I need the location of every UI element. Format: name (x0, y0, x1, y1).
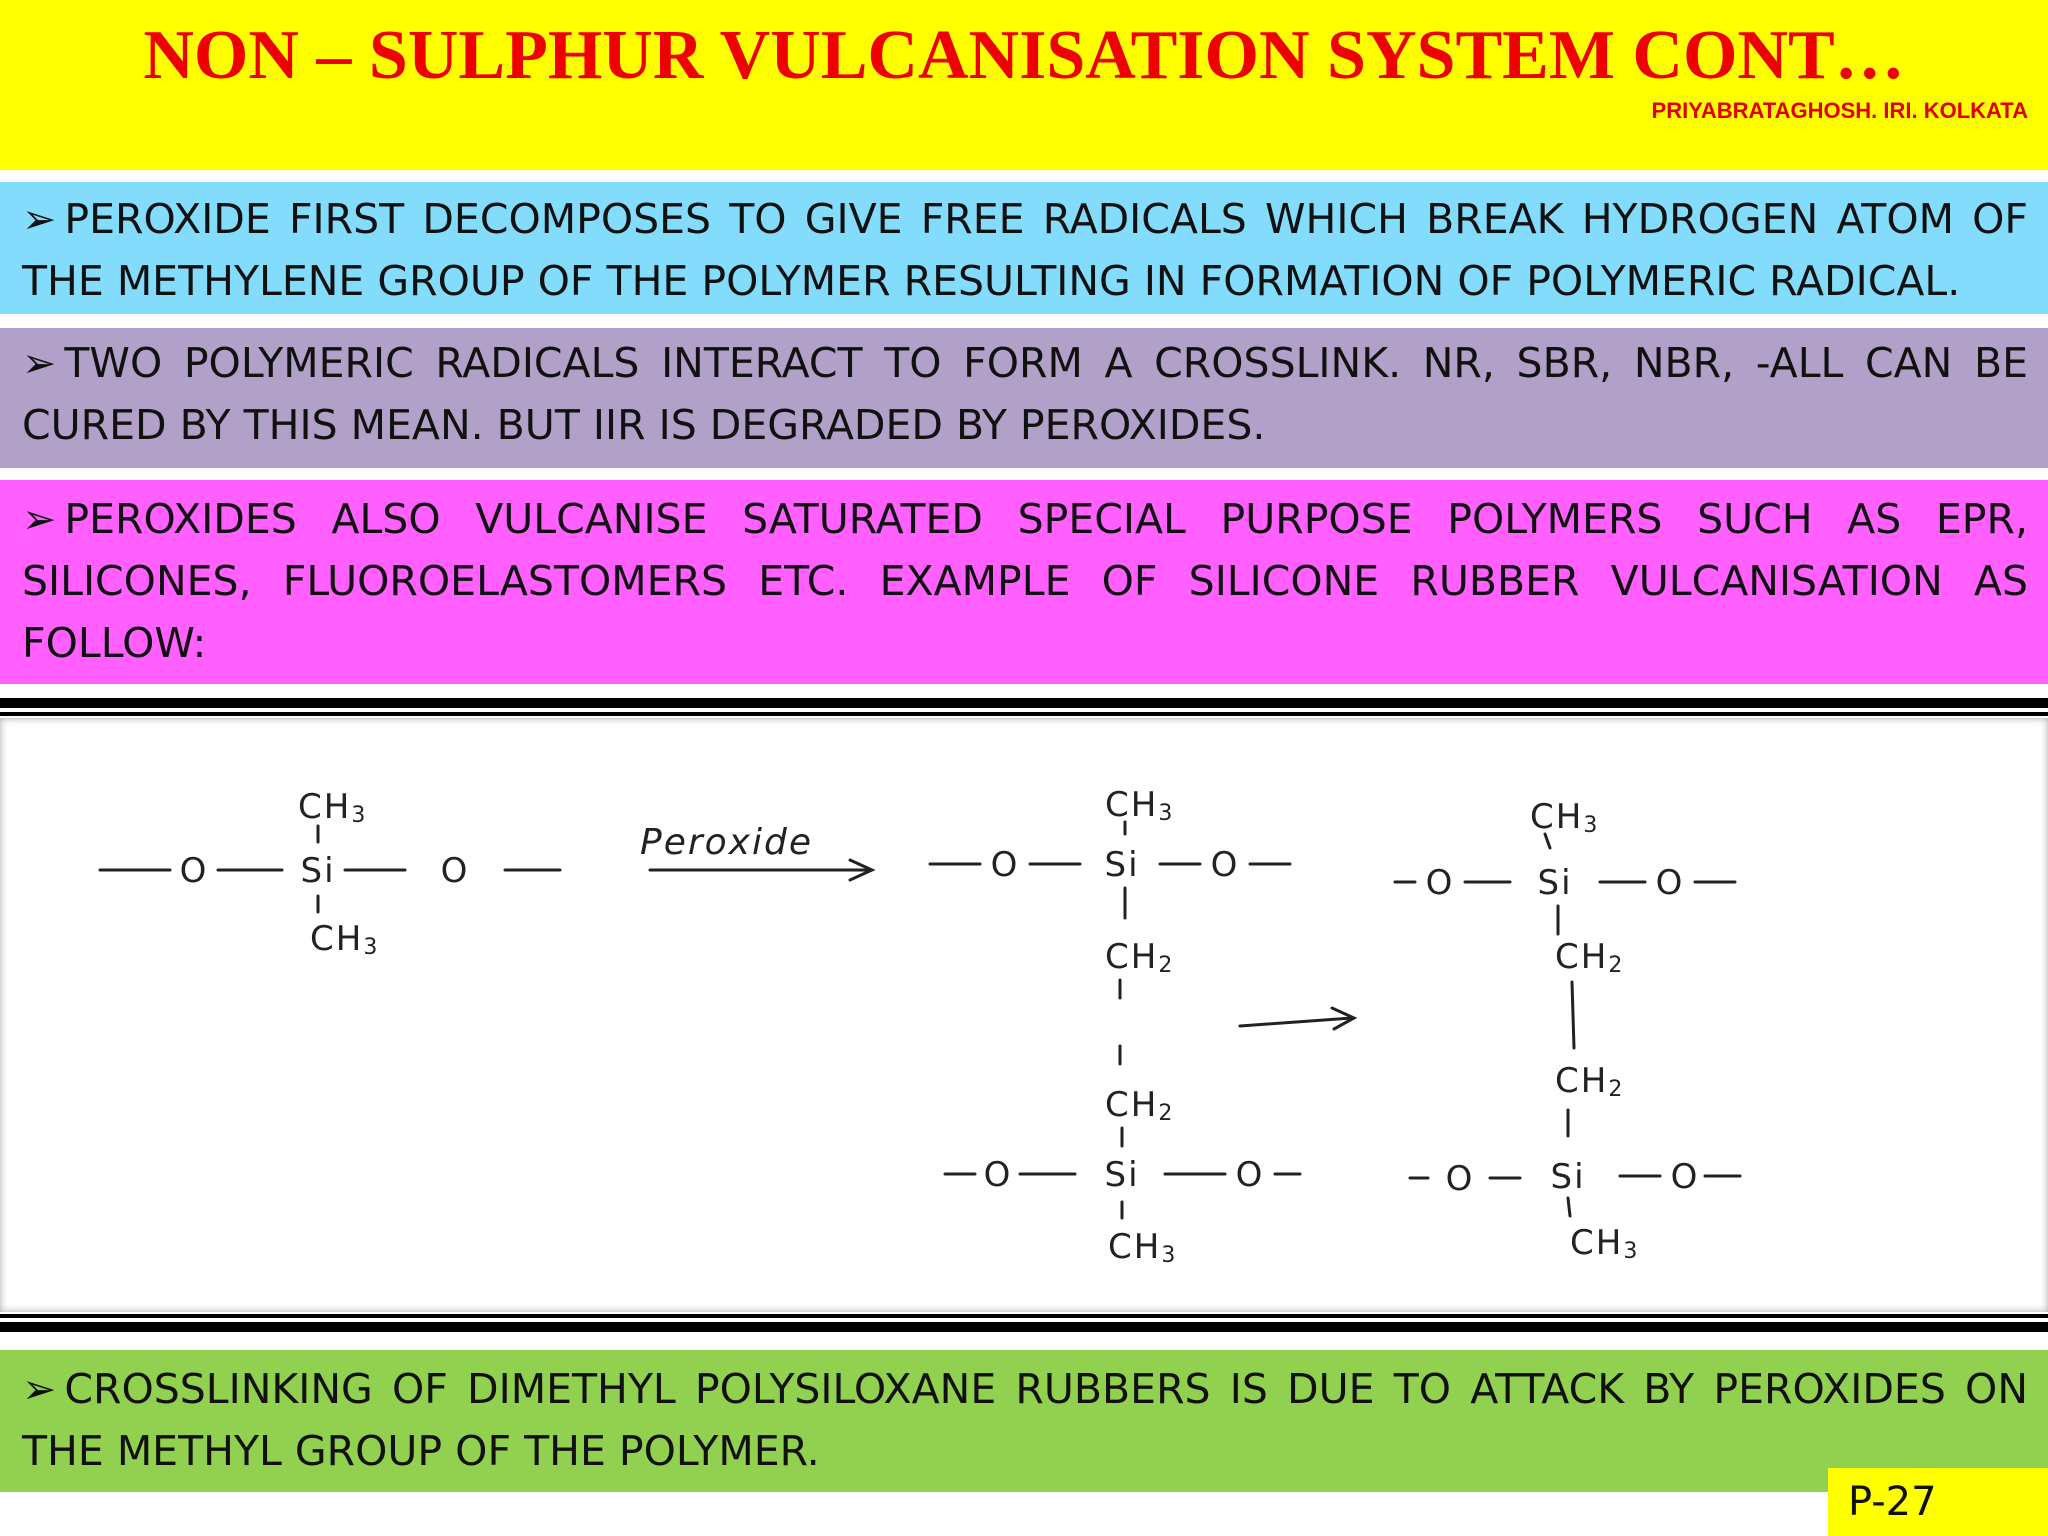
oxygen-atom: O (1211, 845, 1240, 885)
bullet-peroxide-decomposition: ➢PEROXIDE FIRST DECOMPOSES TO GIVE FREE … (0, 182, 2048, 314)
oxygen-atom: O (984, 1155, 1013, 1195)
methyl-group-label: CH3 (1570, 1223, 1639, 1264)
silicon-atom: Si (1104, 1155, 1139, 1195)
silicon-atom: Si (1104, 845, 1139, 885)
silicon-atom: Si (1537, 863, 1572, 903)
bullet-text: PEROXIDE FIRST DECOMPOSES TO GIVE FREE R… (22, 195, 2028, 305)
bullet-saturated-polymers: ➢PEROXIDES ALSO VULCANISE SATURATED SPEC… (0, 480, 2048, 684)
silicone-vulcanisation-diagram: O Si O CH3 CH3 Peroxide O Si O CH3 CH2 C… (0, 718, 2048, 1312)
author-credit: PRIYABRATAGHOSH. IRI. KOLKATA (1651, 98, 2028, 123)
oxygen-atom: O (1656, 863, 1685, 903)
divider-top-thin (0, 712, 2048, 716)
oxygen-atom: O (1446, 1159, 1475, 1199)
methylene-group-label: CH2 (1105, 937, 1174, 978)
bullet-arrow-icon: ➢ (22, 495, 57, 543)
reagent-label: Peroxide (640, 822, 813, 863)
silicon-atom: Si (1550, 1157, 1585, 1197)
methylene-group-label: CH2 (1105, 1085, 1174, 1126)
oxygen-atom: O (1671, 1157, 1700, 1197)
oxygen-atom: O (1236, 1155, 1265, 1195)
divider-bottom-thin (0, 1314, 2048, 1318)
bullet-arrow-icon: ➢ (22, 1365, 57, 1413)
oxygen-atom: O (180, 851, 209, 891)
methyl-group-label: CH3 (310, 919, 379, 960)
divider-top-thick (0, 698, 2048, 708)
oxygen-atom: O (991, 845, 1020, 885)
bullet-text: CROSSLINKING OF DIMETHYL POLYSILOXANE RU… (22, 1365, 2028, 1475)
page-number: P-27 (1828, 1468, 2048, 1536)
methylene-group-label: CH2 (1555, 937, 1624, 978)
methylene-group-label: CH2 (1555, 1061, 1624, 1102)
methyl-group-label: CH3 (1108, 1227, 1177, 1268)
bullet-arrow-icon: ➢ (22, 195, 57, 243)
slide-header: NON – SULPHUR VULCANISATION SYSTEM CONT…… (0, 0, 2048, 170)
bullet-dimethyl-polysiloxane: ➢CROSSLINKING OF DIMETHYL POLYSILOXANE R… (0, 1350, 2048, 1492)
bullet-text: TWO POLYMERIC RADICALS INTERACT TO FORM … (22, 339, 2028, 449)
slide-title: NON – SULPHUR VULCANISATION SYSTEM CONT… (143, 17, 1905, 94)
methyl-group-label: CH3 (298, 787, 367, 828)
methyl-group-label: CH3 (1530, 797, 1599, 838)
bullet-arrow-icon: ➢ (22, 339, 57, 387)
bullet-text: PEROXIDES ALSO VULCANISE SATURATED SPECI… (22, 495, 2028, 667)
silicon-atom: Si (300, 851, 335, 891)
bullet-crosslink-formation: ➢TWO POLYMERIC RADICALS INTERACT TO FORM… (0, 328, 2048, 468)
reaction-scheme: O Si O CH3 CH3 Peroxide O Si O CH3 CH2 C… (98, 785, 1742, 1268)
oxygen-atom: O (441, 851, 470, 891)
methyl-group-label: CH3 (1105, 785, 1174, 826)
divider-bottom-thick (0, 1322, 2048, 1332)
oxygen-atom: O (1426, 863, 1455, 903)
